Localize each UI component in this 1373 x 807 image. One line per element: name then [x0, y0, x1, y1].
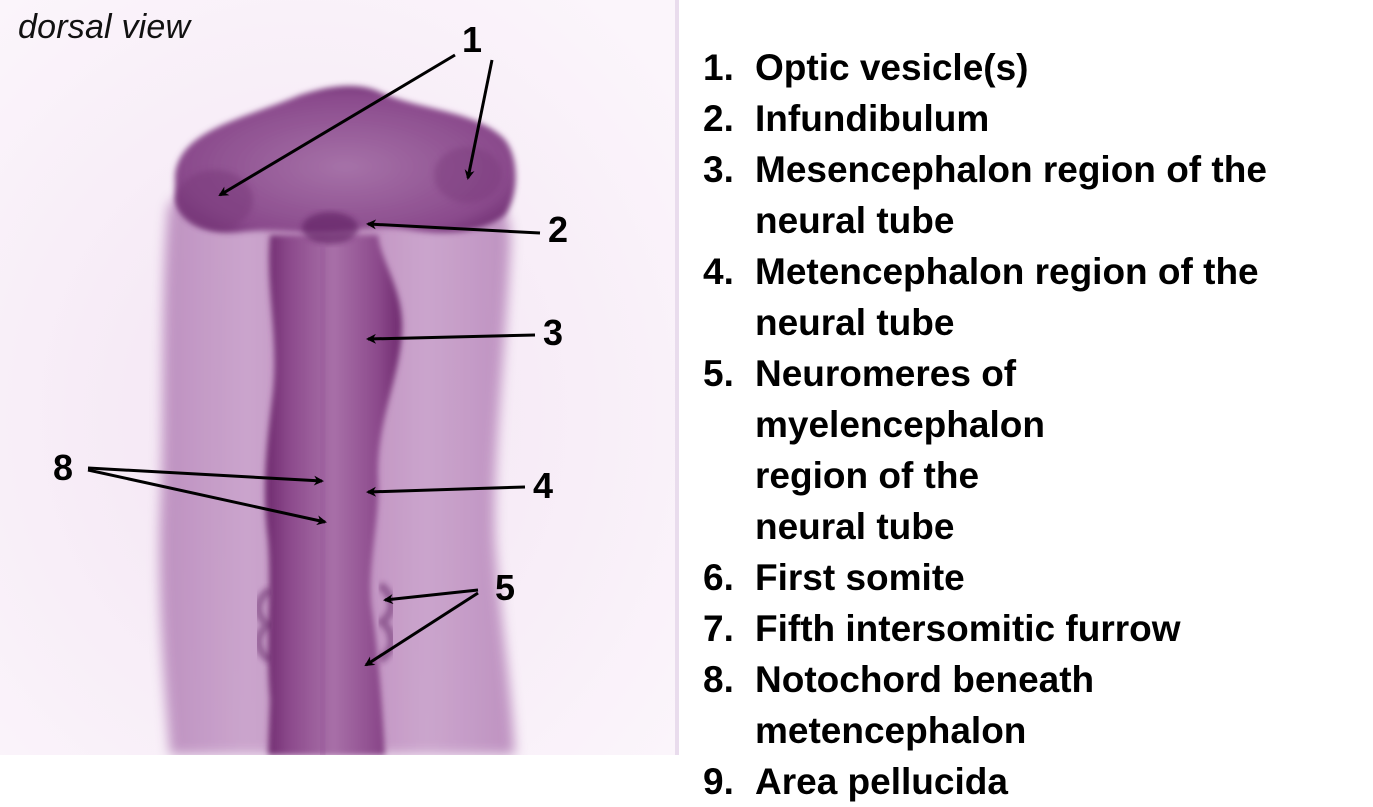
label-legend: 1. Optic vesicle(s) 2. Infundibulum 3. Mese… — [703, 42, 1368, 807]
legend-number: 3. — [703, 149, 734, 190]
legend-text: Infundibulum — [755, 98, 990, 139]
legend-item: 5. Neuromeres of myelencephalon region of… — [703, 348, 1368, 552]
annotation-arrows — [87, 53, 541, 667]
callout-1: 1 — [462, 19, 483, 60]
figure: dorsal view 1 2 3 4 5 8 1. Optic vesicle(… — [0, 0, 1267, 802]
embryo-micrograph: dorsal view 1 2 3 4 5 8 — [0, 0, 675, 755]
legend-item: 1. Optic vesicle(s) — [703, 42, 1368, 93]
arrow-2 — [366, 219, 541, 235]
legend-text: Area pellucida — [755, 761, 1008, 802]
callout-8: 8 — [53, 447, 74, 488]
legend-text: First somite — [755, 557, 965, 598]
arrow-8b — [87, 468, 327, 526]
callout-5: 5 — [495, 567, 516, 608]
arrow-5a — [383, 588, 479, 605]
legend-number: 2. — [703, 98, 734, 139]
legend-text: Mesencephalon region of the neural tube — [755, 149, 1267, 241]
optic-vesicle-left — [177, 170, 253, 230]
callout-2: 2 — [548, 209, 569, 250]
legend-item: 8. Notochord beneath metencephalon — [703, 654, 1368, 756]
view-caption: dorsal view — [18, 8, 191, 46]
arrow-4 — [366, 485, 526, 497]
infundibulum-region — [302, 212, 358, 244]
arrow-1a — [218, 53, 456, 197]
neuromere-left — [254, 586, 275, 664]
head-region — [175, 85, 516, 233]
legend-item: 3. Mesencephalon region of the neural tub… — [703, 144, 1368, 246]
arrow-8a — [87, 466, 324, 486]
legend-item: 7. Fifth intersomitic furrow — [703, 603, 1368, 654]
legend-number: 4. — [703, 251, 734, 292]
legend-text: Notochord beneath metencephalon — [755, 659, 1095, 751]
legend-number: 5. — [703, 353, 734, 394]
legend-text: Metencephalon region of the neural tube — [755, 251, 1259, 343]
legend-item: 2. Infundibulum — [703, 93, 1368, 144]
legend-number: 8. — [703, 659, 734, 700]
embryo-illustration — [0, 0, 675, 755]
legend-item: 9. Area pellucida — [703, 756, 1368, 807]
notochord-line — [311, 244, 334, 755]
legend-item: 6. First somite — [703, 552, 1368, 603]
legend-text: Neuromeres of myelencephalon region of t… — [755, 353, 1045, 547]
arrow-3 — [366, 333, 536, 344]
legend-number: 6. — [703, 557, 734, 598]
neural-tube — [265, 235, 403, 755]
legend-number: 1. — [703, 47, 734, 88]
legend-text: Fifth intersomitic furrow — [755, 608, 1181, 649]
legend-text: Optic vesicle(s) — [755, 47, 1029, 88]
legend-number: 7. — [703, 608, 734, 649]
panel-divider — [675, 0, 679, 755]
callout-3: 3 — [543, 312, 564, 353]
callout-4: 4 — [533, 465, 554, 506]
legend-item: 4. Metencephalon region of the neural tub… — [703, 246, 1368, 348]
arrow-1b — [464, 59, 494, 180]
legend-number: 9. — [703, 761, 734, 802]
arrow-5b — [364, 591, 479, 667]
